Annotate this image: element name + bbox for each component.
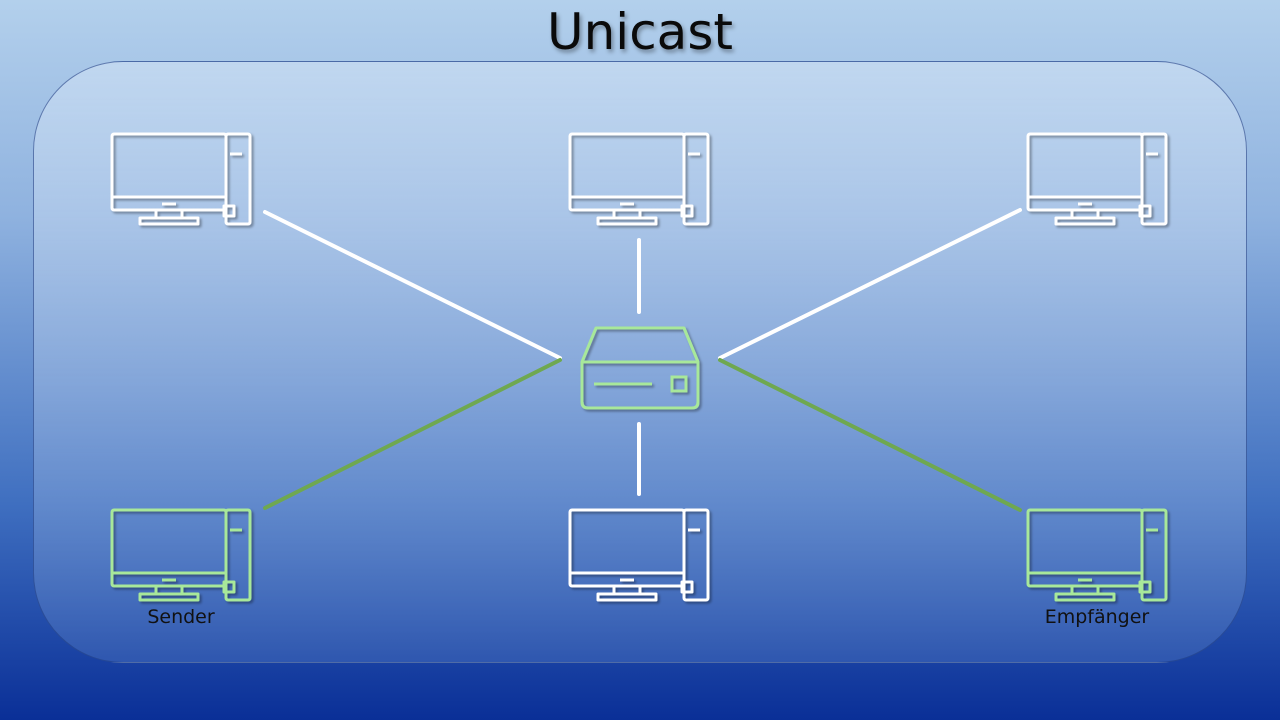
receiver-label: Empfänger <box>1044 606 1150 628</box>
link-bottom-left <box>263 358 562 510</box>
diagram-title: Unicast <box>547 3 733 61</box>
sender-computer-icon <box>110 508 252 602</box>
sender-label: Sender <box>147 606 215 628</box>
link-bottom-right <box>718 358 1022 512</box>
receiver-computer-icon <box>1026 508 1168 602</box>
computer-icon <box>110 132 252 226</box>
link-top-left <box>263 210 562 360</box>
link-top-right <box>718 208 1022 360</box>
computer-icon <box>568 508 710 602</box>
computer-icon <box>1026 132 1168 226</box>
switch-icon <box>580 326 700 410</box>
computer-icon <box>568 132 710 226</box>
